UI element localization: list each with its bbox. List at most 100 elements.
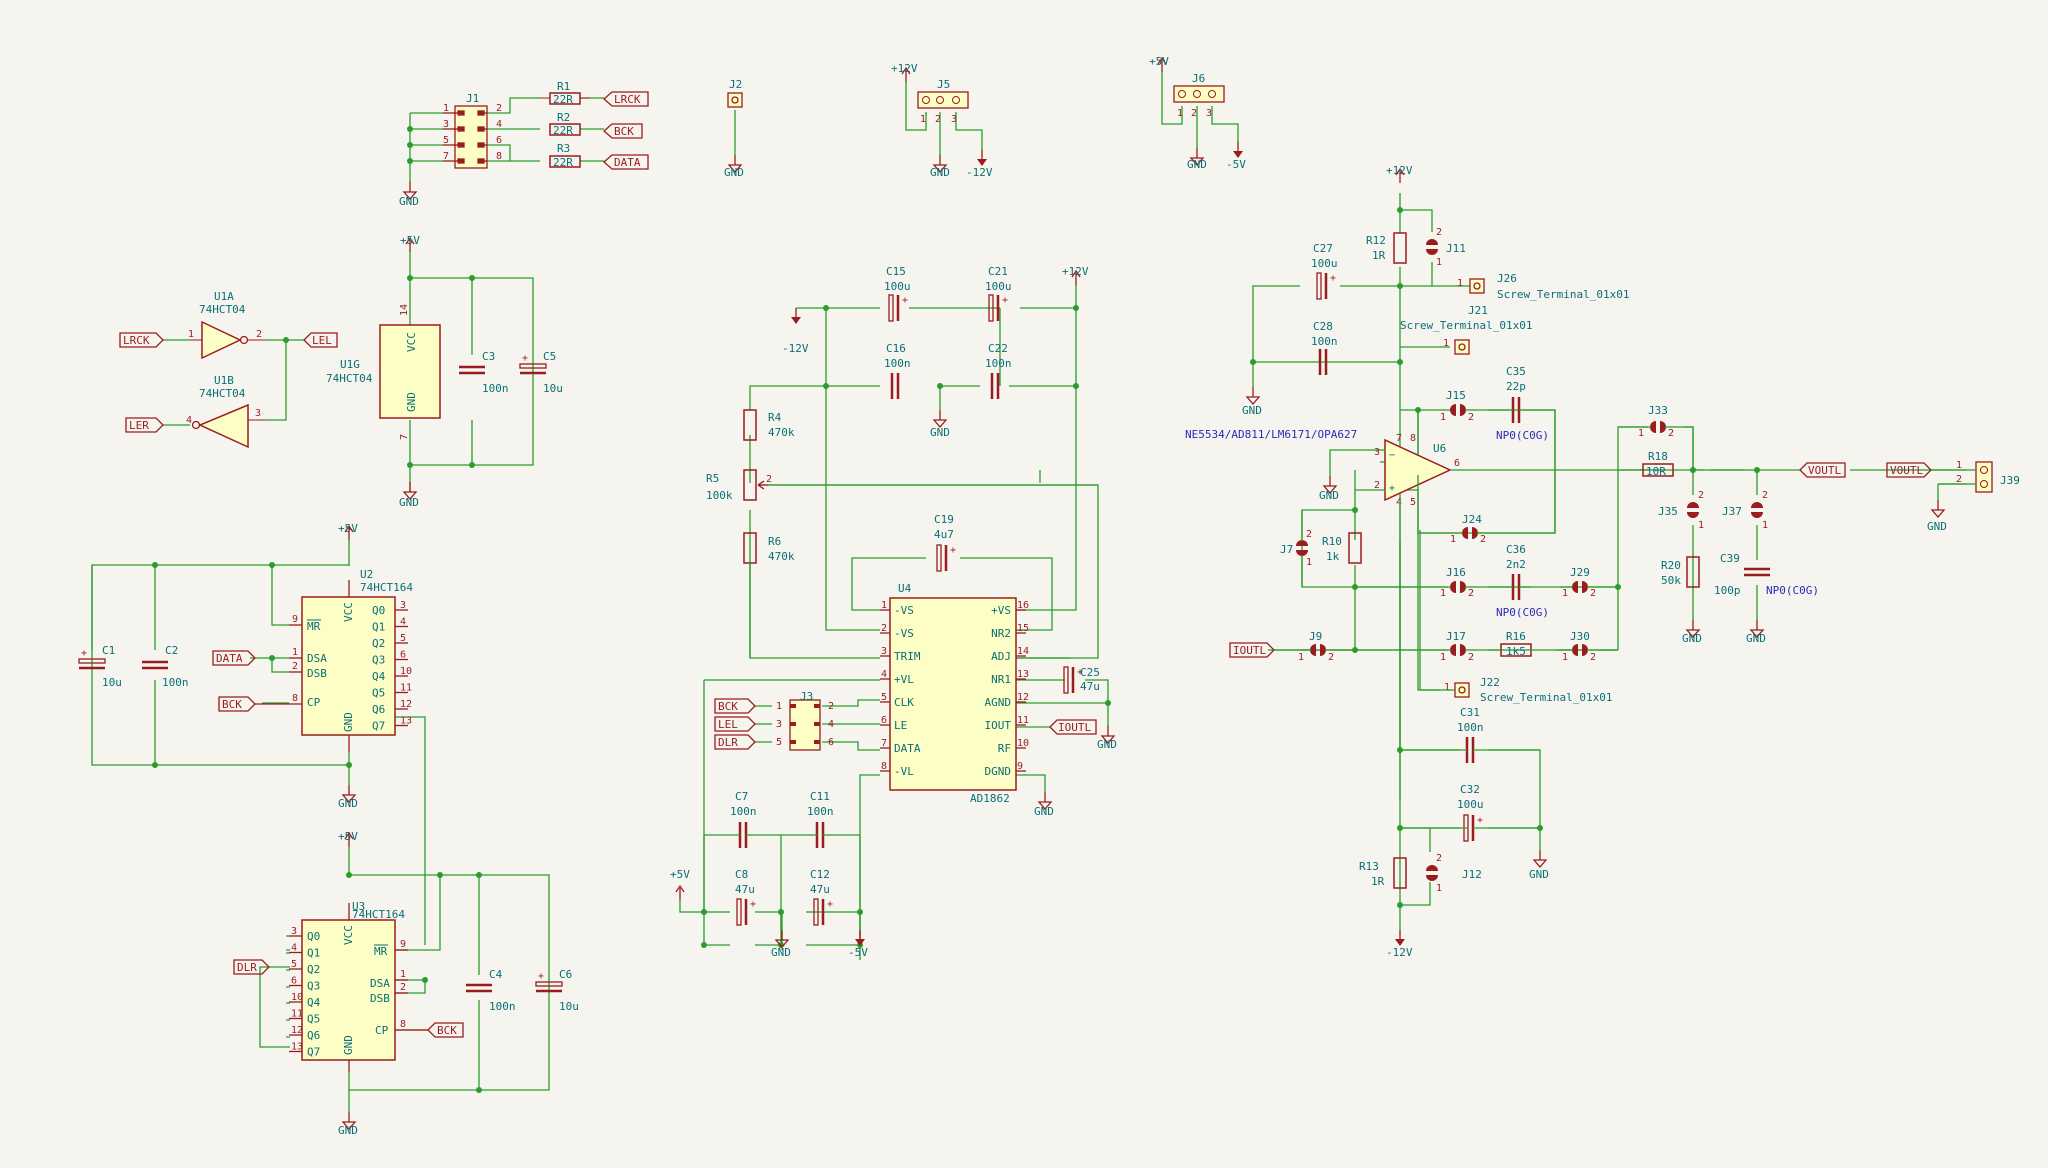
pin-q4: Q4 xyxy=(372,670,386,683)
svg-text:100n: 100n xyxy=(162,676,189,689)
pin-name: -VL xyxy=(894,765,914,778)
ic-u3[interactable]: U3 74HCT164 MR DSA DSB CP VCC GND Q03Q14… xyxy=(289,900,405,1061)
svg-text:C11: C11 xyxy=(810,790,830,803)
svg-text:1: 1 xyxy=(1562,588,1568,599)
pin-name: NR2 xyxy=(991,627,1011,640)
svg-text:100n: 100n xyxy=(730,805,757,818)
svg-text:+12V: +12V xyxy=(1386,164,1413,177)
svg-text:GND: GND xyxy=(399,496,419,509)
svg-text:+5V: +5V xyxy=(338,830,358,843)
pin-name: +VS xyxy=(991,604,1011,617)
connector-j39[interactable]: J39 12 xyxy=(1956,460,2020,493)
svg-text:U1G: U1G xyxy=(340,358,360,371)
svg-text:+5V: +5V xyxy=(400,234,420,247)
svg-text:4: 4 xyxy=(828,719,834,730)
pin-name: DATA xyxy=(894,742,921,755)
ic-u1g[interactable]: VCC GND U1G 74HCT04 14 7 xyxy=(326,304,441,440)
svg-text:2: 2 xyxy=(1468,652,1474,663)
svg-text:22R: 22R xyxy=(553,93,573,106)
net-label-bck: BCK xyxy=(603,123,643,139)
inverter-u1b[interactable]: U1B 74HCT04 43 xyxy=(186,374,265,449)
svg-text:U6: U6 xyxy=(1433,442,1446,455)
svg-text:J22: J22 xyxy=(1480,676,1500,689)
svg-text:1: 1 xyxy=(1450,534,1456,545)
svg-text:DSB: DSB xyxy=(370,992,390,1005)
pin-q7: Q7 xyxy=(307,1046,320,1059)
svg-text:−: − xyxy=(1389,450,1395,461)
connector-j3[interactable]: J3 135 246 xyxy=(776,690,834,751)
svg-text:R2: R2 xyxy=(557,111,570,124)
svg-text:R12: R12 xyxy=(1366,234,1386,247)
connector-j2[interactable]: J2 xyxy=(727,78,743,108)
svg-text:4u7: 4u7 xyxy=(934,528,954,541)
svg-text:74HCT04: 74HCT04 xyxy=(199,387,246,400)
svg-text:100n: 100n xyxy=(985,357,1012,370)
svg-text:C19: C19 xyxy=(934,513,954,526)
svg-text:1: 1 xyxy=(776,701,782,712)
net-label-voutl-j39: VOUTL xyxy=(1886,462,1932,478)
svg-text:-5V: -5V xyxy=(848,946,868,959)
svg-text:5: 5 xyxy=(443,135,449,146)
pin-number: 13 xyxy=(400,716,412,727)
svg-text:+5V: +5V xyxy=(670,868,690,881)
